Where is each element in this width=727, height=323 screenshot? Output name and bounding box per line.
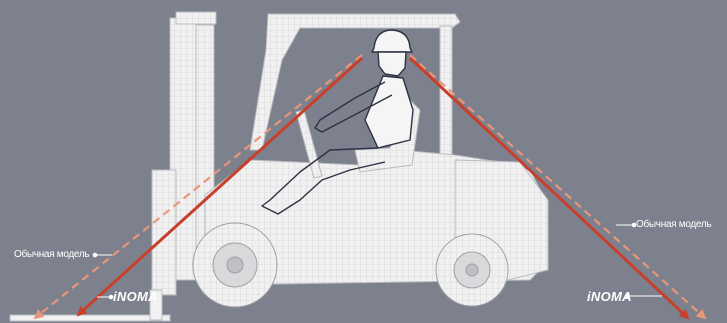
leader-standard-left-dot (93, 253, 97, 257)
forklift-front-wheel (193, 223, 277, 307)
standard-model-label-right: Обычная модель (636, 220, 711, 230)
forklift-carriage (152, 170, 176, 295)
brand-label-left: iNOMA (113, 290, 158, 303)
operator-head (378, 52, 406, 76)
standard-model-label-left: Обычная модель (14, 250, 89, 260)
operator-torso (365, 76, 413, 148)
forklift (10, 12, 548, 321)
brand-label-right: iNOMA (587, 290, 632, 303)
hard-hat-icon (372, 30, 412, 52)
forklift-rear-wheel (436, 234, 508, 306)
forklift-mast-cap (176, 12, 216, 24)
forklift-fork (10, 315, 170, 321)
